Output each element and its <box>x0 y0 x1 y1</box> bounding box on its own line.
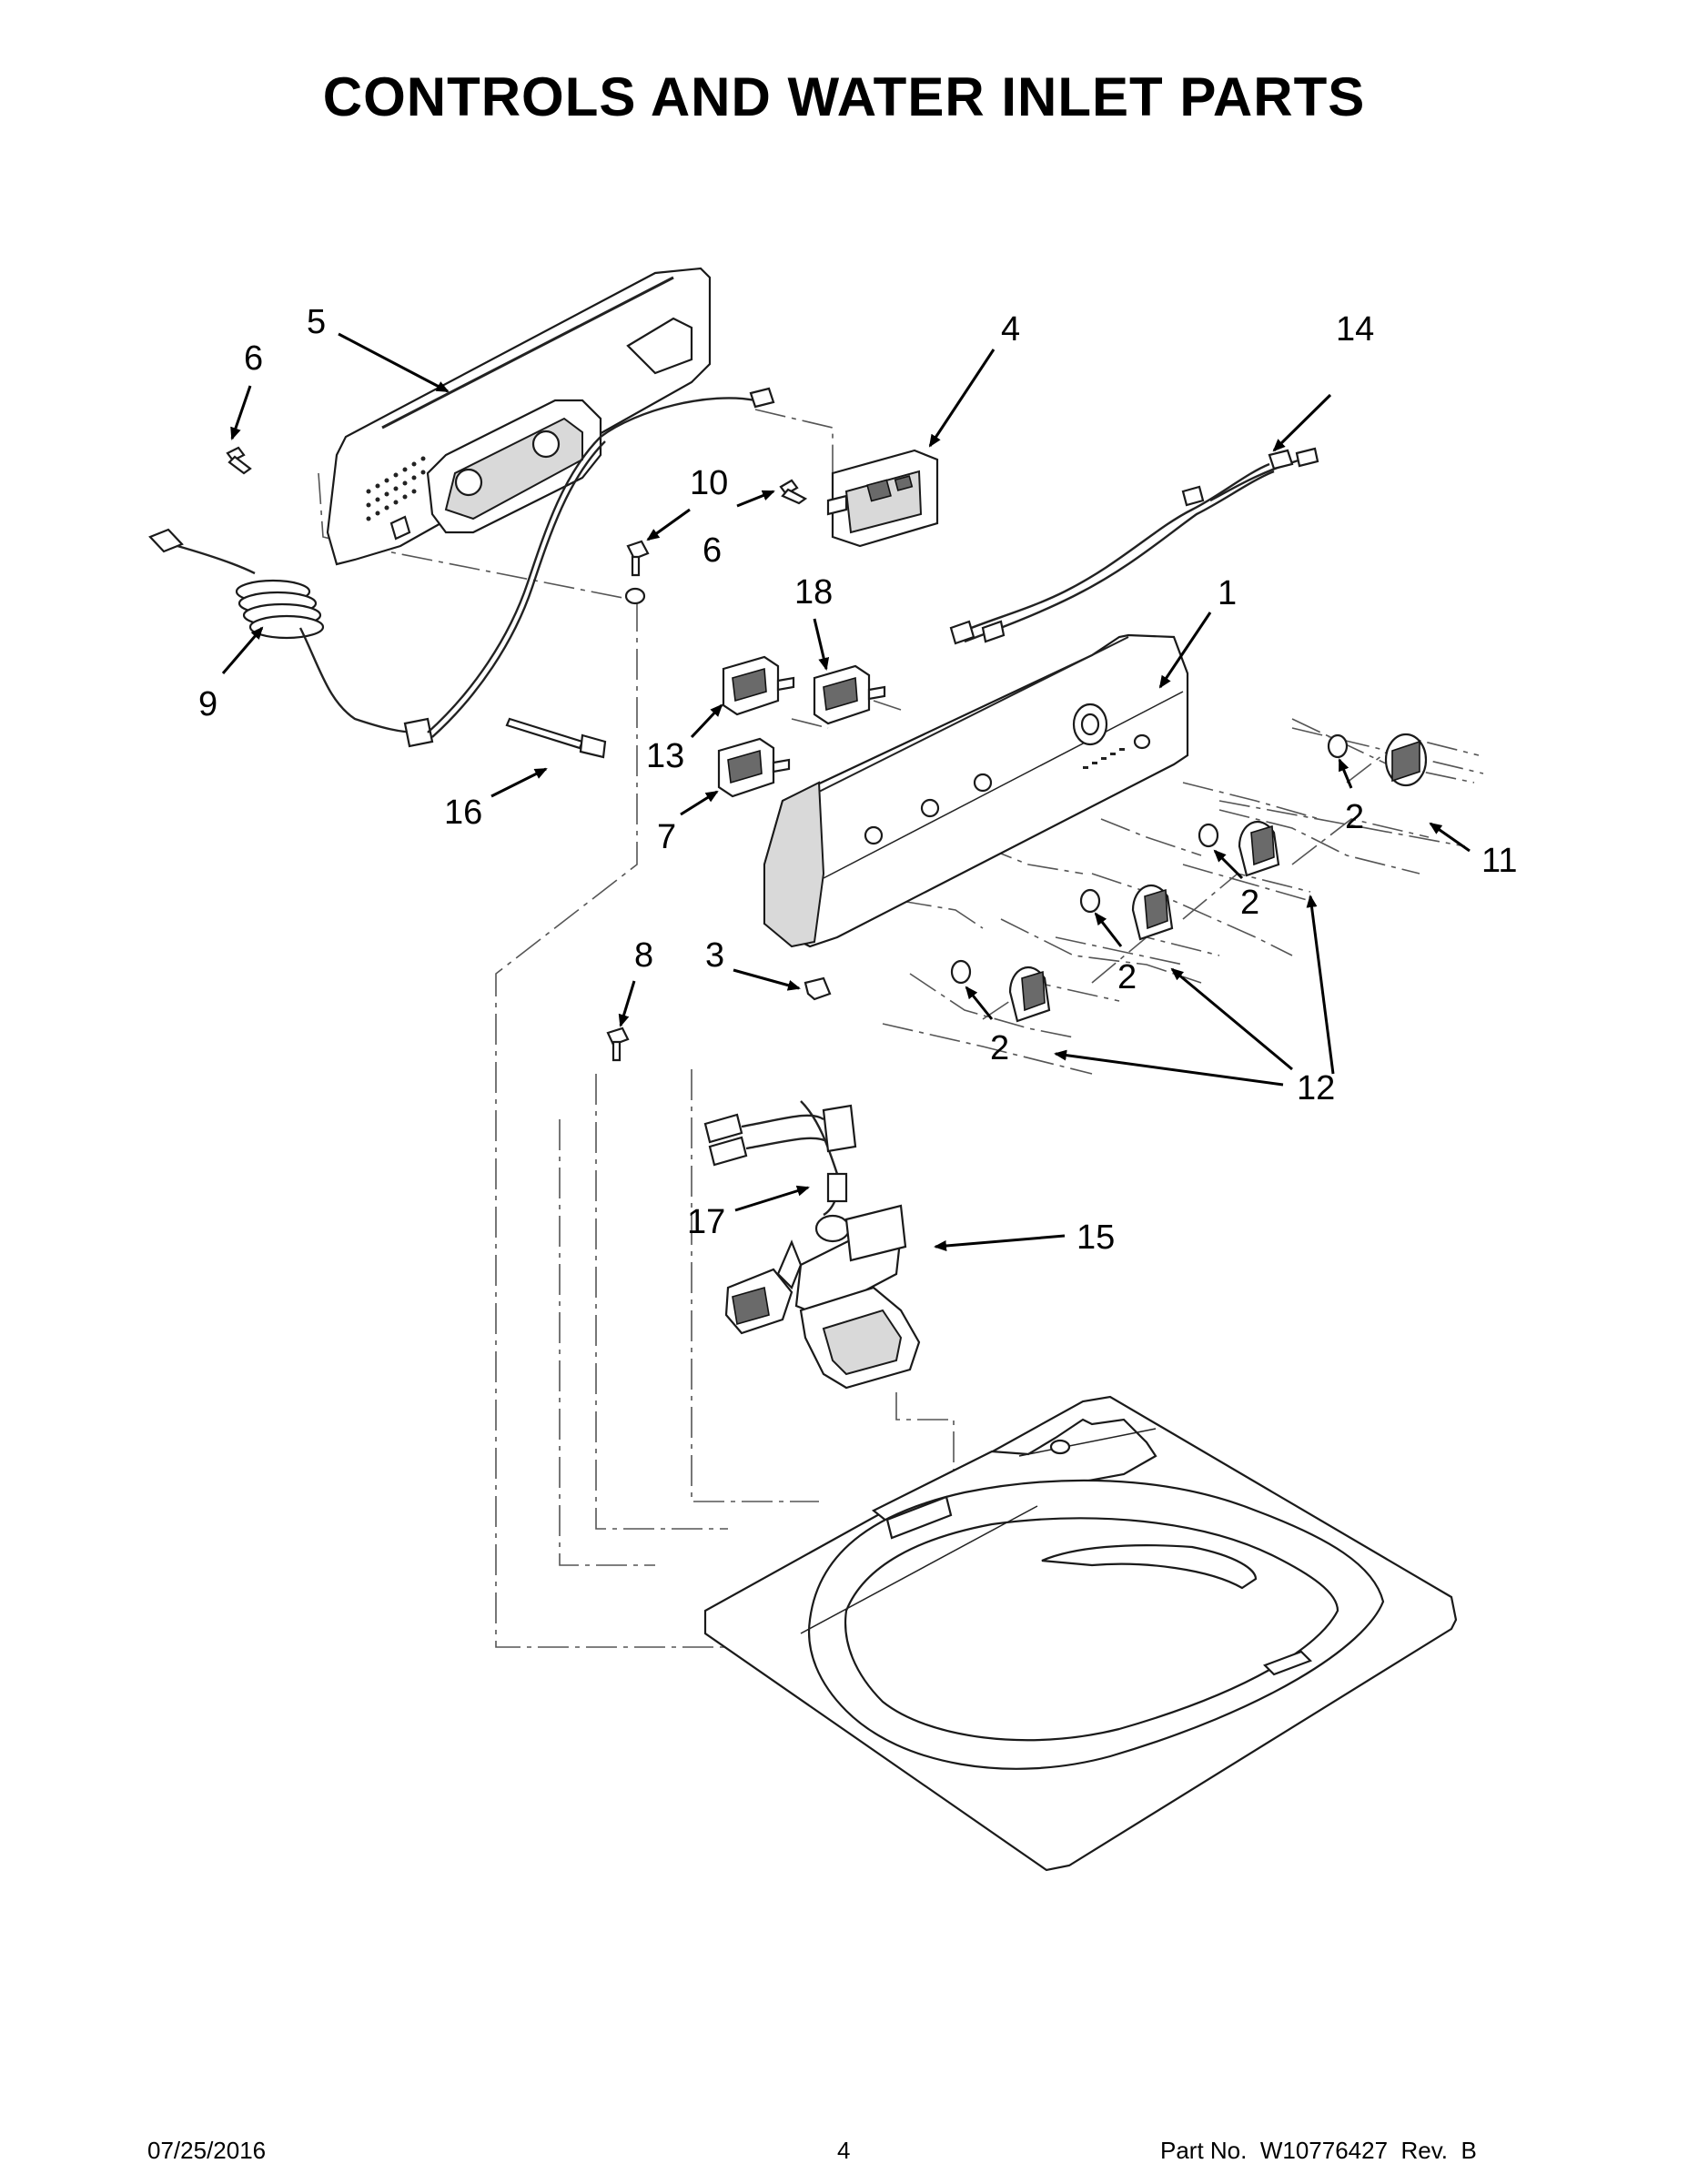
ground-screw <box>626 540 650 577</box>
knob-12-a <box>1238 821 1280 877</box>
callout-1: 1 <box>1218 574 1237 612</box>
footer-date: 07/25/2016 <box>147 2137 267 2164</box>
knob-12-c <box>1008 966 1051 1023</box>
cabinet-top <box>703 1395 1458 1872</box>
leader-arrows <box>221 332 1471 1251</box>
console <box>763 633 1189 948</box>
callout-11: 11 <box>1481 842 1517 880</box>
callout-2-c: 2 <box>1117 958 1137 996</box>
callout-5: 5 <box>307 303 326 341</box>
knob-insert-a <box>1327 733 1349 759</box>
switch-7 <box>717 737 791 798</box>
callout-2-d: 2 <box>990 1029 1009 1067</box>
cable-tie <box>505 717 607 759</box>
wire-harness <box>949 447 1319 645</box>
page-title: CONTROLS AND WATER INLET PARTS <box>322 66 1366 127</box>
callout-8: 8 <box>634 936 653 975</box>
callout-7: 7 <box>657 818 676 856</box>
callout-3: 3 <box>705 936 724 975</box>
callout-2-b: 2 <box>1240 884 1259 922</box>
callout-14: 14 <box>1336 310 1374 349</box>
callout-2-a: 2 <box>1345 798 1364 836</box>
callout-15: 15 <box>1076 1218 1115 1257</box>
footer-page-number: 4 <box>837 2137 851 2164</box>
callout-18: 18 <box>794 573 833 612</box>
power-cord <box>148 387 775 748</box>
knob-insert-d <box>950 959 972 985</box>
callout-6-center: 6 <box>702 531 722 570</box>
knob-12-b <box>1131 885 1174 941</box>
footer-part-number: Part No. W10776427 Rev. B <box>1160 2137 1477 2164</box>
switch-13 <box>722 655 795 716</box>
knob-11 <box>1384 733 1428 787</box>
callout-4: 4 <box>1001 310 1020 349</box>
callout-10: 10 <box>690 464 728 502</box>
screw-center <box>779 479 808 505</box>
callout-labels: 5 6 10 6 4 14 1 18 9 13 16 7 8 3 2 11 2 … <box>198 303 1517 1257</box>
callout-16: 16 <box>444 794 482 832</box>
knob-insert-c <box>1079 888 1101 914</box>
console-back-panel <box>326 267 712 566</box>
callout-9: 9 <box>198 685 217 723</box>
water-inlet-harness <box>703 1100 857 1217</box>
clip <box>804 976 832 1001</box>
callout-12: 12 <box>1297 1069 1335 1107</box>
switch-18 <box>813 664 886 725</box>
screw-left <box>226 446 252 475</box>
assembly-lines <box>318 409 1484 1648</box>
control-board <box>826 449 939 548</box>
callout-6-left: 6 <box>244 339 263 378</box>
callout-13: 13 <box>646 737 684 775</box>
callout-17: 17 <box>687 1203 725 1241</box>
screw-8 <box>606 1026 630 1062</box>
knob-insert-b <box>1198 823 1219 848</box>
water-valve-assembly <box>724 1204 921 1390</box>
